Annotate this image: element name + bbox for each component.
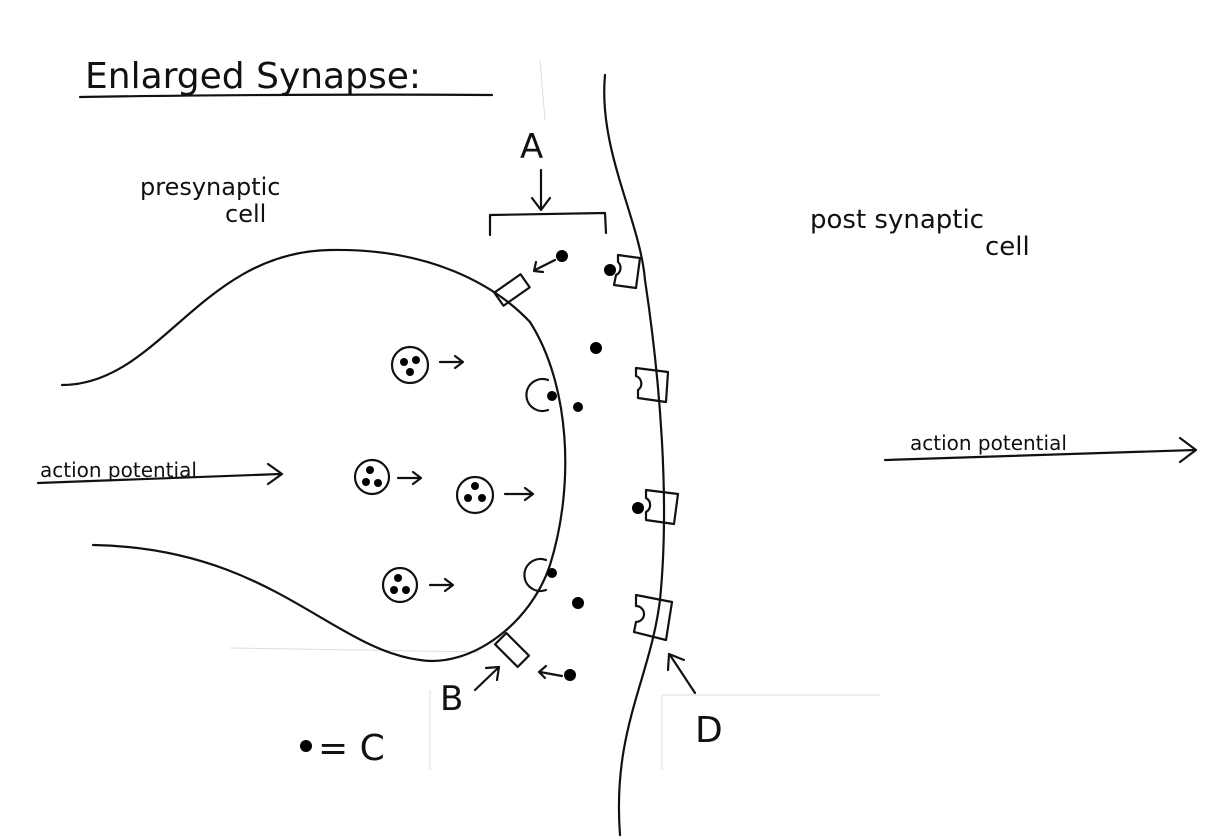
action-potential-right-arrow bbox=[883, 436, 1198, 464]
vesicle bbox=[353, 458, 423, 496]
vesicle bbox=[455, 475, 535, 515]
label-d-arrow bbox=[666, 652, 697, 695]
title-underline bbox=[78, 93, 494, 99]
receptor bbox=[644, 488, 680, 526]
receptors bbox=[612, 253, 680, 642]
presynaptic-label-cell: cell bbox=[225, 200, 266, 228]
receptor bbox=[612, 253, 642, 290]
legend-c: = C bbox=[318, 728, 385, 769]
postsynaptic-label-cell: cell bbox=[985, 232, 1030, 262]
presynaptic-membrane bbox=[60, 248, 567, 663]
receptor bbox=[632, 593, 674, 642]
docked-vesicle bbox=[525, 377, 550, 413]
label-a-arrow bbox=[530, 168, 552, 212]
postsynaptic-label: post synaptic bbox=[810, 205, 984, 235]
legend-dot bbox=[300, 740, 312, 752]
paper-shadow-lines bbox=[229, 59, 880, 770]
receptor bbox=[634, 366, 670, 404]
reuptake-arrow bbox=[537, 664, 564, 680]
channel-top bbox=[493, 273, 531, 307]
synaptic-cleft-bracket bbox=[488, 211, 608, 237]
channel-b bbox=[493, 631, 531, 669]
postsynaptic-membrane bbox=[603, 73, 666, 837]
action-potential-left-arrow bbox=[36, 462, 284, 486]
label-b: B bbox=[440, 679, 463, 719]
label-b-arrow bbox=[473, 665, 501, 692]
vesicle bbox=[381, 566, 455, 604]
presynaptic-label: presynaptic bbox=[140, 173, 280, 201]
vesicle bbox=[390, 345, 465, 385]
label-d: D bbox=[695, 710, 723, 751]
vesicles bbox=[353, 345, 535, 604]
reuptake-arrow bbox=[532, 258, 557, 274]
action-potential-right-label: action potential bbox=[910, 431, 1067, 455]
docked-vesicle bbox=[523, 557, 548, 593]
diagram-title: Enlarged Synapse: bbox=[85, 56, 421, 97]
neurotransmitters bbox=[547, 250, 644, 681]
label-a: A bbox=[520, 127, 543, 167]
